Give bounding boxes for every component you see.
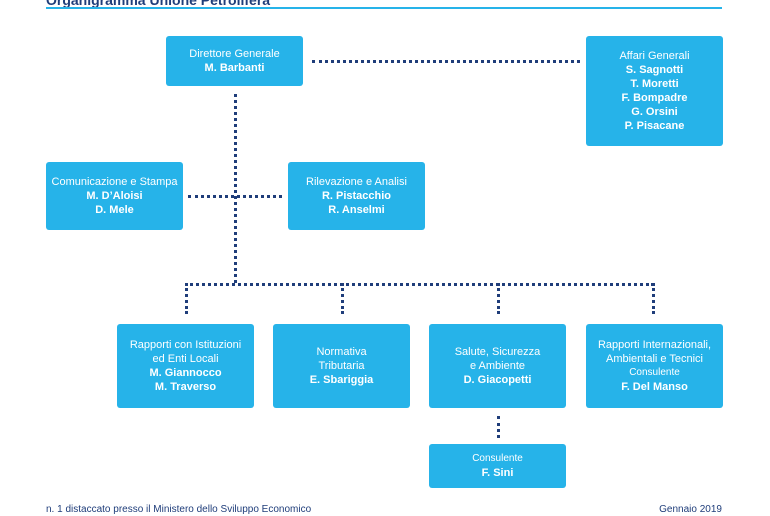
box-role: e Ambiente <box>469 360 526 372</box>
footnote: n. 1 distaccato presso il Ministero dell… <box>46 504 312 515</box>
box-role: Rapporti con Istituzioni <box>129 339 242 351</box>
box-consulente: Consulente F. Sini <box>429 444 566 488</box>
connector-drop-3 <box>497 283 500 314</box>
box-role: Normativa <box>316 346 367 358</box>
box-role: Salute, Sicurezza <box>454 346 541 358</box>
title-divider <box>46 7 722 9</box>
connector-drop-2 <box>341 283 344 314</box>
box-name: R. Pistacchio <box>321 190 392 202</box>
connector-main-vertical <box>234 94 237 283</box>
box-role: Direttore Generale <box>189 48 280 60</box>
connector-bottom-horizontal <box>185 283 654 286</box>
box-name: M. Giannocco <box>149 367 222 379</box>
box-comunicazione-stampa: Comunicazione e Stampa M. D’Aloisi D. Me… <box>46 162 183 230</box>
box-role: ed Enti Locali <box>152 353 219 365</box>
box-name: M. Traverso <box>154 381 217 393</box>
box-role: Rapporti Internazionali, <box>597 339 712 351</box>
box-role: Consulente <box>472 453 523 464</box>
box-name: F. Sini <box>481 467 514 479</box>
box-name: M. Barbanti <box>204 62 265 74</box>
box-name: E. Sbariggia <box>309 374 374 386</box>
box-role: Ambientali e Tecnici <box>605 353 703 365</box>
connector-drop-1 <box>185 283 188 314</box>
box-name: P. Pisacane <box>624 120 685 132</box>
box-role: Affari Generali <box>619 50 690 62</box>
date-label: Gennaio 2019 <box>659 504 722 515</box>
box-name: G. Orsini <box>631 106 678 118</box>
box-rilevazione-analisi: Rilevazione e Analisi R. Pistacchio R. A… <box>288 162 425 230</box>
box-name: M. D’Aloisi <box>86 190 143 202</box>
box-normativa-tributaria: Normativa Tributaria E. Sbariggia <box>273 324 410 408</box>
box-subrole: Consulente <box>629 367 680 378</box>
box-role: Tributaria <box>318 360 365 372</box>
box-name: S. Sagnotti <box>625 64 684 76</box>
connector-comunicazione-rilevazione <box>188 195 282 198</box>
connector-direttore-affari <box>312 60 580 63</box>
box-role: Rilevazione e Analisi <box>306 176 407 188</box>
connector-salute-consulente <box>497 416 500 438</box>
box-role: Comunicazione e Stampa <box>51 176 178 188</box>
box-name: D. Giacopetti <box>463 374 532 386</box>
page-title: Organigramma Unione Petrolifera <box>46 0 271 8</box>
box-affari-generali: Affari Generali S. Sagnotti T. Moretti F… <box>586 36 723 146</box>
box-rapporti-istituzioni: Rapporti con Istituzioni ed Enti Locali … <box>117 324 254 408</box>
box-rapporti-internazionali: Rapporti Internazionali, Ambientali e Te… <box>586 324 723 408</box>
box-name: D. Mele <box>95 204 134 216</box>
box-direttore-generale: Direttore Generale M. Barbanti <box>166 36 303 86</box>
box-name: F. Del Manso <box>621 381 688 393</box>
box-salute-sicurezza: Salute, Sicurezza e Ambiente D. Giacopet… <box>429 324 566 408</box>
box-name: T. Moretti <box>630 78 679 90</box>
box-name: F. Bompadre <box>621 92 688 104</box>
connector-drop-4 <box>652 283 655 314</box>
box-name: R. Anselmi <box>328 204 385 216</box>
